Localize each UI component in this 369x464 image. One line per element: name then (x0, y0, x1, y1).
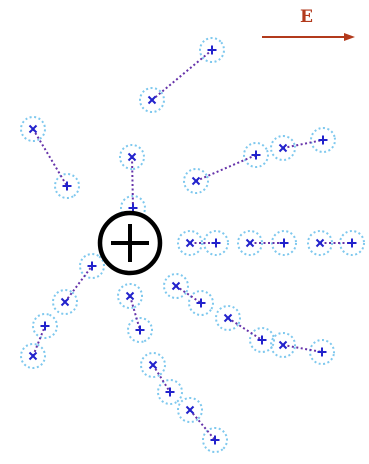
central-charge (100, 213, 160, 273)
dipole-bond (132, 157, 133, 208)
dipole-bond (190, 410, 215, 440)
negative-end-icon (127, 293, 134, 300)
positive-end-icon (348, 239, 357, 248)
dipole-bond (153, 365, 170, 392)
field-arrow-head (344, 33, 355, 41)
dipole-bond (196, 155, 256, 181)
dipole (135, 33, 229, 117)
negative-end-icon (187, 240, 194, 247)
negative-end-icon (193, 178, 200, 185)
dipole (238, 231, 296, 255)
negative-end-icon (173, 283, 180, 290)
positive-end-icon (211, 436, 220, 445)
dipole (173, 393, 232, 457)
negative-end-icon (225, 315, 232, 322)
field-arrow: E (262, 7, 355, 41)
dipole-outline (17, 310, 60, 371)
positive-end-icon (318, 348, 327, 357)
negative-end-icon (280, 342, 287, 349)
positive-end-icon (41, 322, 50, 331)
negative-end-icon (129, 154, 136, 161)
dipole (159, 269, 217, 319)
dipole (136, 348, 186, 408)
dipole (48, 249, 109, 319)
dipole-bond (33, 129, 67, 186)
dipole-bond (65, 266, 92, 302)
field-label: E (300, 7, 313, 27)
dipole-bond (130, 296, 140, 330)
negative-end-icon (280, 145, 287, 152)
positive-end-icon (197, 299, 206, 308)
dipole (17, 310, 60, 371)
positive-end-icon (280, 239, 289, 248)
dipole (269, 126, 337, 162)
dipole-bond (283, 140, 323, 148)
dipole-outline (136, 348, 186, 408)
dipole-outline (211, 301, 278, 356)
positive-end-icon (212, 239, 221, 248)
dipole (269, 331, 336, 366)
dipole (308, 231, 364, 255)
positive-end-icon (252, 151, 261, 160)
dipole-outline (135, 33, 229, 117)
dipole (17, 113, 84, 203)
dipole-outline (269, 126, 337, 162)
dipole-group (17, 33, 364, 457)
negative-end-icon (62, 299, 69, 306)
negative-end-icon (317, 240, 324, 247)
positive-end-icon (319, 136, 328, 145)
negative-end-icon (150, 362, 157, 369)
positive-end-icon (63, 182, 72, 191)
negative-end-icon (247, 240, 254, 247)
dipole (115, 281, 155, 345)
dipole (178, 231, 228, 255)
positive-end-icon (136, 326, 145, 335)
negative-end-icon (30, 353, 37, 360)
negative-end-icon (30, 126, 37, 133)
negative-end-icon (149, 97, 156, 104)
dipole-outline (115, 281, 155, 345)
dipole-bond (228, 318, 262, 340)
dipole (211, 301, 278, 356)
dipole (180, 139, 272, 197)
dipole (120, 145, 145, 220)
dipole-bond (283, 345, 322, 352)
negative-end-icon (187, 407, 194, 414)
